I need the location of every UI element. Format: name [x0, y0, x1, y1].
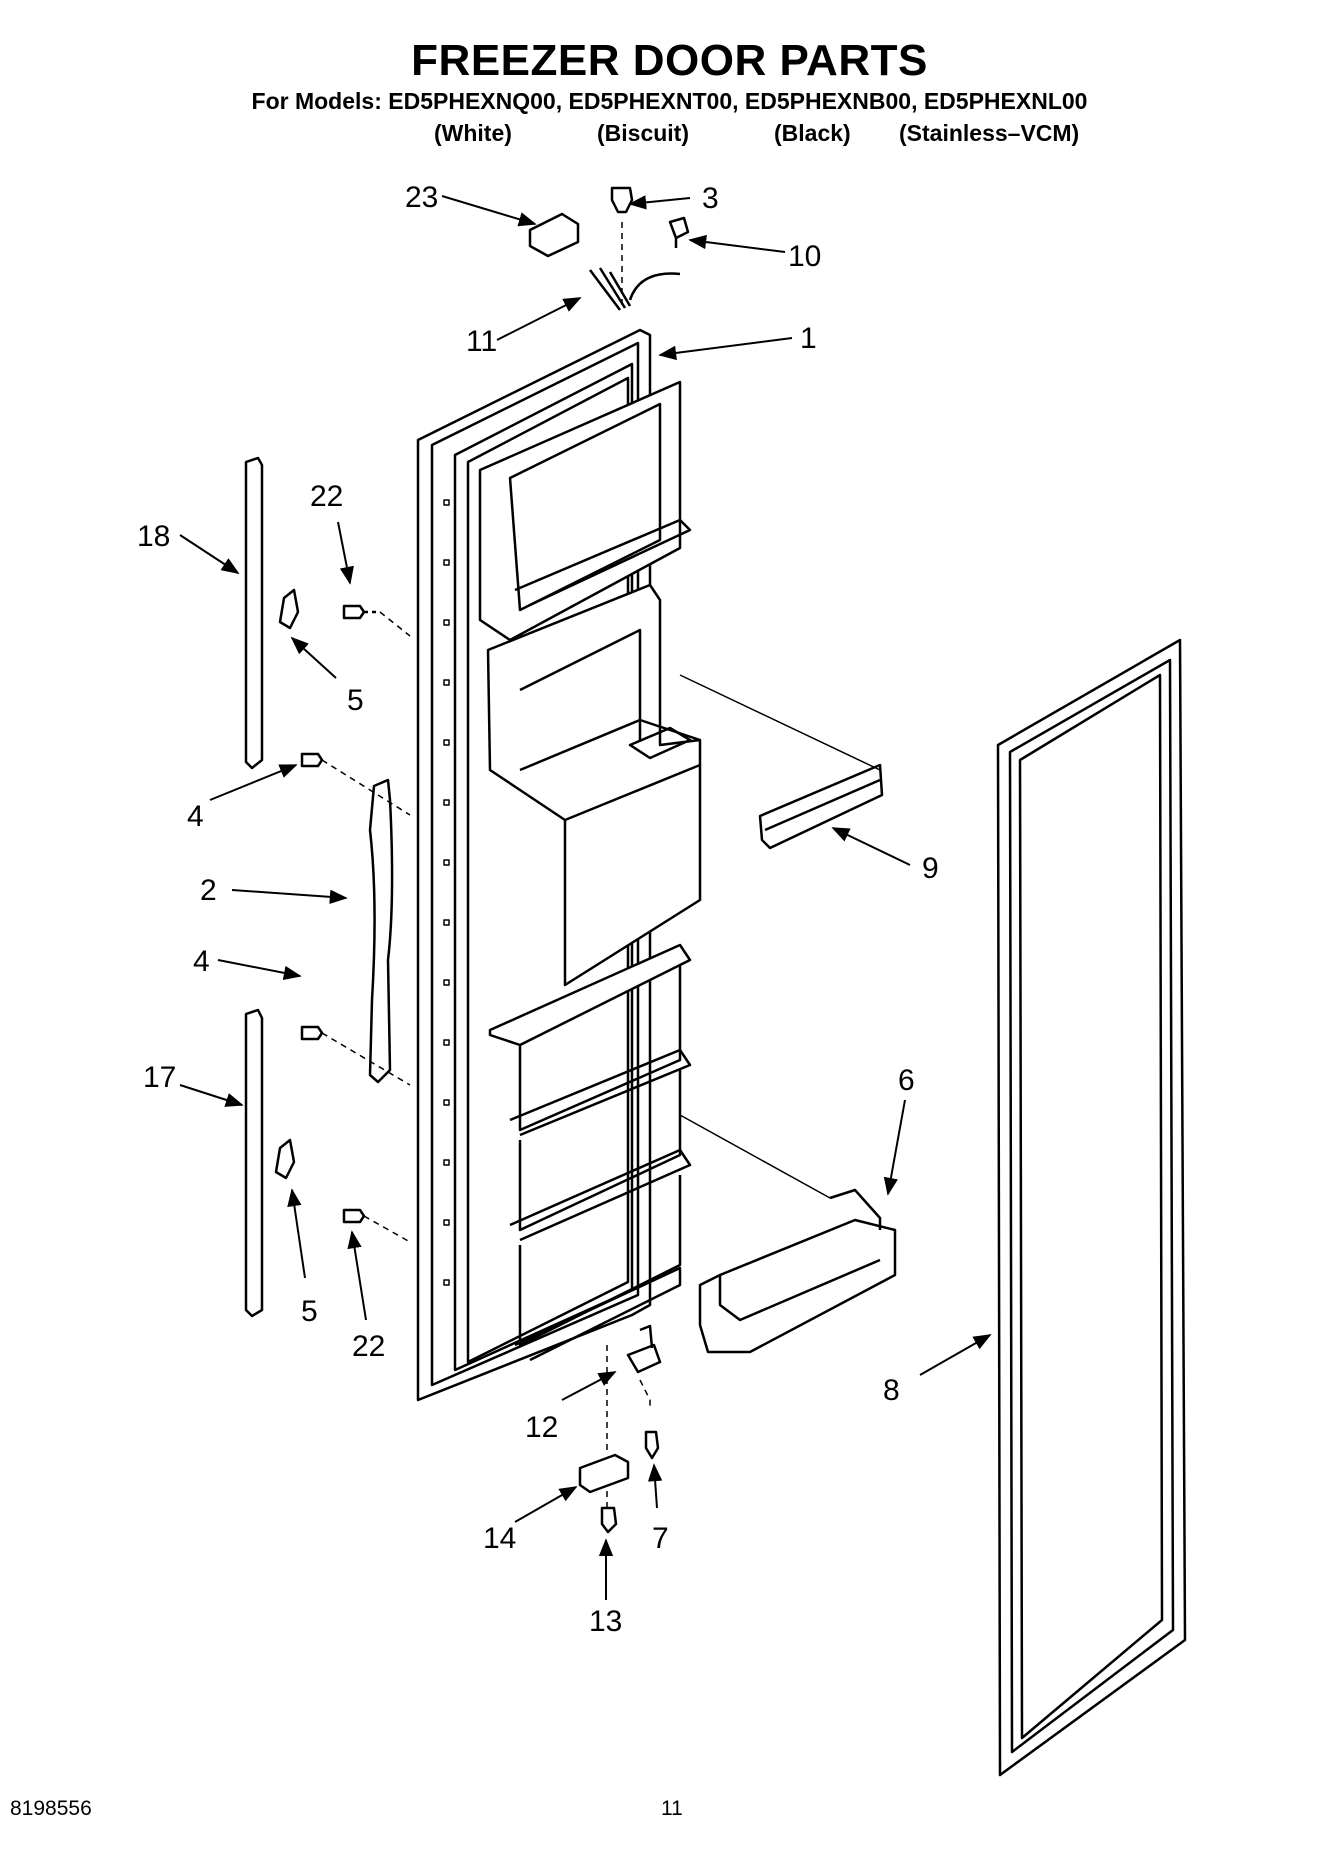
door-handle — [368, 778, 394, 1084]
callout-3: 3 — [702, 182, 719, 215]
screw-22-upper — [342, 604, 380, 620]
callout-12: 12 — [525, 1411, 558, 1444]
page-number: 11 — [661, 1797, 683, 1820]
callout-5-upper: 5 — [347, 684, 364, 717]
callout-arrows — [179, 195, 992, 1600]
screw-7 — [644, 1430, 660, 1460]
handle-trim-lower — [244, 1008, 264, 1318]
callout-22-lower: 22 — [352, 1330, 385, 1363]
callout-4-lower: 4 — [193, 945, 210, 978]
door-gasket — [996, 638, 1187, 1777]
page-title: FREEZER DOOR PARTS — [411, 36, 928, 85]
screw-10 — [668, 216, 690, 248]
clip-upper — [278, 588, 300, 630]
callout-17: 17 — [143, 1061, 176, 1094]
variant-stainless: (Stainless–VCM) — [899, 120, 1080, 146]
wire-harness — [589, 267, 681, 311]
callout-13: 13 — [589, 1605, 622, 1638]
handle-trim-upper — [244, 456, 264, 770]
hinge-cap — [610, 186, 634, 214]
callout-6: 6 — [898, 1064, 915, 1097]
door-panel — [416, 328, 702, 1402]
variant-black: (Black) — [774, 120, 851, 146]
callout-22-upper: 22 — [310, 480, 343, 513]
callout-9: 9 — [922, 852, 939, 885]
variant-white: (White) — [434, 120, 512, 146]
document-number: 8198556 — [10, 1797, 92, 1820]
callout-11: 11 — [466, 325, 497, 358]
screw-4-lower — [300, 1025, 324, 1041]
callout-10: 10 — [788, 240, 821, 273]
callout-5-lower: 5 — [301, 1295, 318, 1328]
models-line: For Models: ED5PHEXNQ00, ED5PHEXNT00, ED… — [251, 88, 1088, 114]
callout-18: 18 — [137, 520, 170, 553]
hinge-bracket — [578, 1453, 630, 1494]
callout-1: 1 — [800, 322, 817, 355]
callout-7: 7 — [652, 1522, 669, 1555]
callout-4-upper: 4 — [187, 800, 204, 833]
clip-lower — [274, 1138, 296, 1180]
wire-connector — [528, 212, 580, 258]
callout-8: 8 — [883, 1374, 900, 1407]
callout-2: 2 — [200, 874, 217, 907]
door-hinge — [626, 1324, 662, 1374]
door-bin — [698, 1218, 897, 1354]
screw-22-lower — [342, 1208, 366, 1224]
callout-23: 23 — [405, 181, 438, 214]
variant-biscuit: (Biscuit) — [597, 120, 689, 146]
callout-14: 14 — [483, 1522, 516, 1555]
screw-13 — [600, 1506, 618, 1534]
screw-4-upper — [300, 752, 324, 768]
